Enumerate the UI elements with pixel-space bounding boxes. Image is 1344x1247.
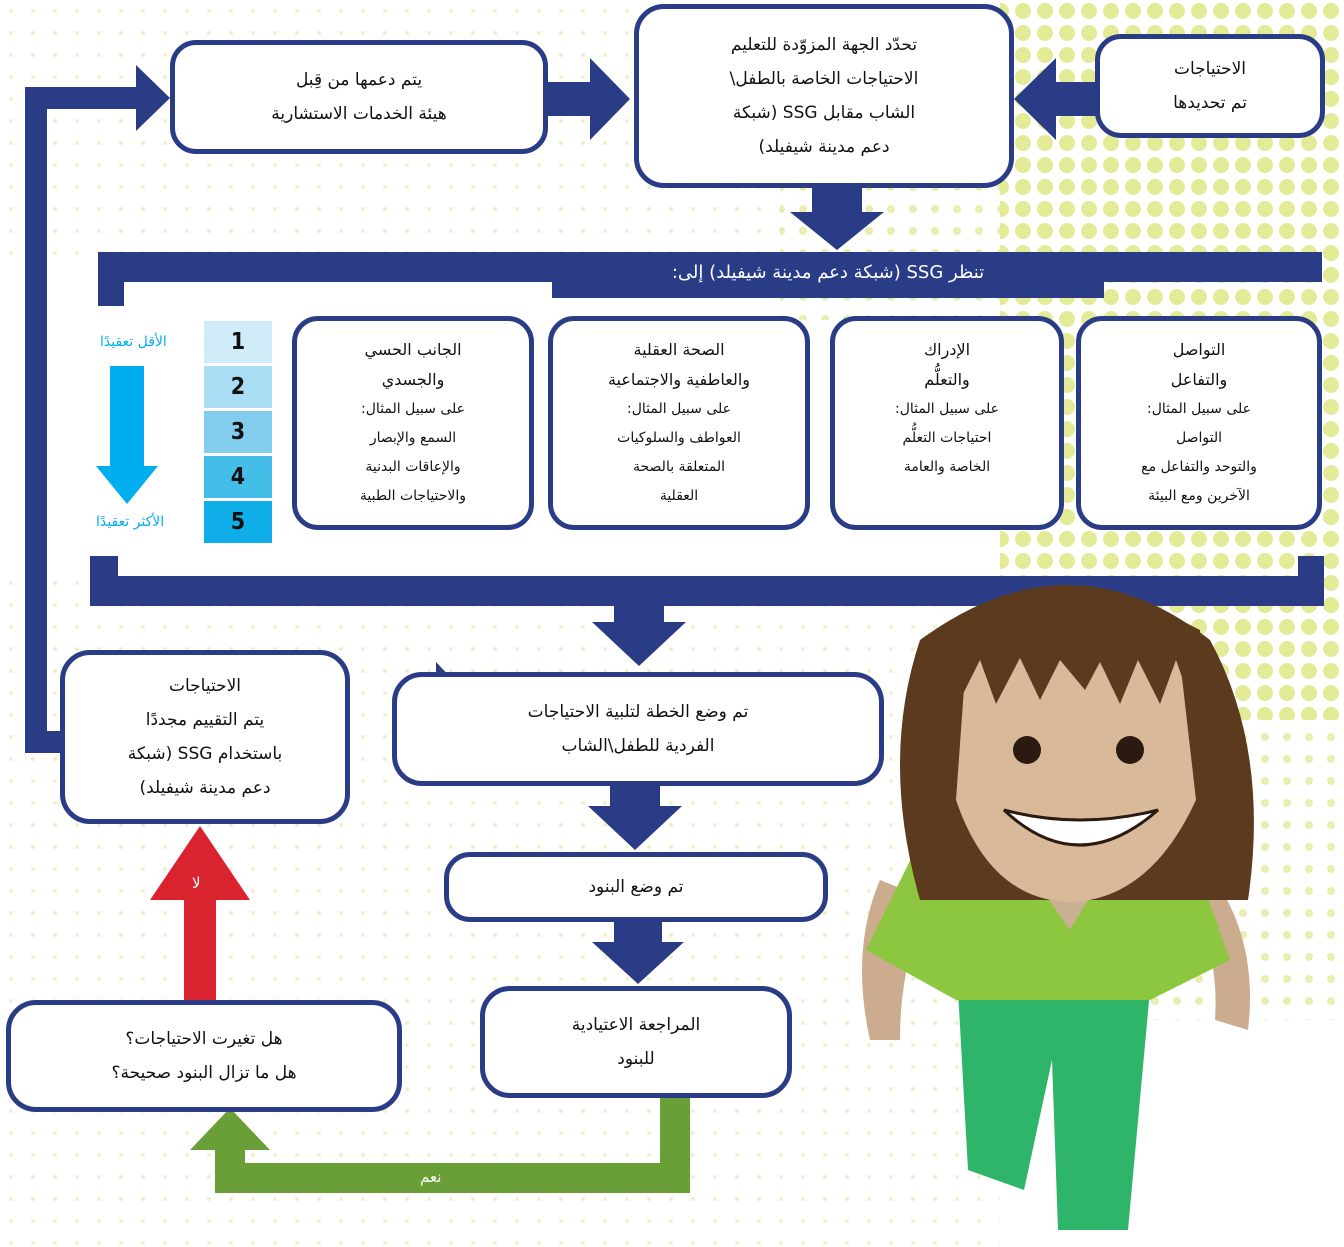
box-text: الشاب مقابل SSG (شبكة <box>732 103 916 123</box>
yes-arrow-path <box>215 1080 690 1193</box>
complexity-arrow-shaft <box>110 366 144 468</box>
box-text: الاحتياجات <box>168 676 242 696</box>
box-text: يتم التقييم مجددًا <box>145 710 265 730</box>
reassess-box: الاحتياجات يتم التقييم مجددًا باستخدام S… <box>60 650 350 824</box>
category-title: التواصل <box>1172 340 1226 359</box>
category-example: السمع والإبصار <box>369 430 457 446</box>
box-text: هل ما تزال البنود صحيحة؟ <box>111 1063 297 1083</box>
category-title: الصحة العقلية <box>633 340 725 359</box>
category-cognition: الإدراك والتعلُّم على سبيل المثال: احتيا… <box>830 316 1064 530</box>
category-title: الإدراك <box>923 340 971 359</box>
arrow-plan-to-provision <box>588 806 682 850</box>
box-text: تم تحديدها <box>1173 93 1247 113</box>
complexity-level-1: 1 <box>203 320 273 364</box>
category-communication: التواصل والتفاعل على سبيل المثال: التواص… <box>1076 316 1322 530</box>
complexity-level-3: 3 <box>203 410 273 454</box>
category-example: العواطف والسلوكيات <box>617 430 741 446</box>
category-example: احتياجات التعلُّم <box>902 430 992 446</box>
yes-label: نعم <box>420 1168 442 1186</box>
complexity-level-4: 4 <box>203 455 273 499</box>
no-label: لا <box>192 874 201 892</box>
category-example: على سبيل المثال: <box>361 401 465 417</box>
box-text: هيئة الخدمات الاستشارية <box>271 104 447 124</box>
loop-arrow-reassess-to-advisory <box>25 87 140 753</box>
category-example: التواصل <box>1176 430 1222 446</box>
category-example: الآخرين ومع البيئة <box>1148 488 1250 504</box>
category-title: الجانب الحسي <box>364 340 462 359</box>
category-example: الخاصة والعامة <box>903 459 991 475</box>
yes-arrowhead <box>190 1108 270 1150</box>
category-title: والعاطفية والاجتماعية <box>607 370 751 389</box>
complexity-level-2: 2 <box>203 365 273 409</box>
box-text: هل تغيرت الاحتياجات؟ <box>125 1029 283 1049</box>
box-text: دعم مدينة شيفيلد) <box>758 137 890 157</box>
box-text: الفردية للطفل\الشاب <box>561 736 715 756</box>
box-text: تم وضع الخطة لتلبية الاحتياجات <box>527 702 749 722</box>
box-text: للبنود <box>617 1049 655 1069</box>
review-box: المراجعة الاعتيادية للبنود <box>480 986 792 1098</box>
complexity-level-5: 5 <box>203 500 273 544</box>
category-example: والاحتياجات الطبية <box>359 488 467 504</box>
category-example: والإعاقات البدنية <box>365 459 461 475</box>
category-mental-health: الصحة العقلية والعاطفية والاجتماعية على … <box>548 316 810 530</box>
advisory-box: يتم دعمها من قِبل هيئة الخدمات الاستشاري… <box>170 40 548 154</box>
box-text: الاحتياجات الخاصة بالطفل\ <box>729 69 919 89</box>
ssg-band-title: تنظر SSG (شبكة دعم مدينة شيفيلد) إلى: <box>671 262 985 283</box>
question-box: هل تغيرت الاحتياجات؟ هل ما تزال البنود ص… <box>6 1000 402 1112</box>
category-title: والتعلُّم <box>924 370 970 389</box>
child-illustration <box>862 585 1254 1230</box>
box-text: تحدّد الجهة المزوّدة للتعليم <box>730 35 918 55</box>
category-title: والجسدي <box>381 370 445 389</box>
ssg-band <box>98 252 1322 306</box>
arrow-to-plan <box>592 622 686 666</box>
plan-box: تم وضع الخطة لتلبية الاحتياجات الفردية ل… <box>392 672 884 786</box>
category-example: على سبيل المثال: <box>895 401 999 417</box>
category-example: على سبيل المثال: <box>627 401 731 417</box>
arrow-advisory-to-provider <box>590 58 630 140</box>
category-example: المتعلقة بالصحة <box>633 459 726 475</box>
box-text: المراجعة الاعتيادية <box>571 1015 701 1035</box>
no-arrowhead <box>150 826 250 900</box>
box-text: تم وضع البنود <box>588 877 684 897</box>
arrowhead <box>136 65 170 131</box>
provision-box: تم وضع البنود <box>444 852 828 922</box>
box-text: دعم مدينة شيفيلد) <box>139 778 271 798</box>
arrow-needs-to-provider <box>1014 58 1056 140</box>
arrow-provider-to-band <box>790 212 884 250</box>
category-example: العقلية <box>659 488 699 504</box>
least-complex-label: الأقل تعقيدًا <box>100 334 167 350</box>
needs-identified-box: الاحتياجات تم تحديدها <box>1095 34 1325 138</box>
arrow-provision-to-review <box>592 942 684 984</box>
category-example: والتوحد والتفاعل مع <box>1141 459 1257 475</box>
complexity-arrowhead <box>96 466 158 504</box>
category-sensory-physical: الجانب الحسي والجسدي على سبيل المثال: ال… <box>292 316 534 530</box>
box-text: يتم دعمها من قِبل <box>295 70 423 90</box>
most-complex-label: الأكثر تعقيدًا <box>96 514 165 530</box>
no-arrow-shaft <box>184 898 216 1000</box>
provider-box: تحدّد الجهة المزوّدة للتعليم الاحتياجات … <box>634 4 1014 188</box>
box-text: الاحتياجات <box>1173 59 1247 79</box>
box-text: باستخدام SSG (شبكة <box>127 744 283 764</box>
category-title: والتفاعل <box>1170 370 1228 389</box>
category-example: على سبيل المثال: <box>1147 401 1251 417</box>
